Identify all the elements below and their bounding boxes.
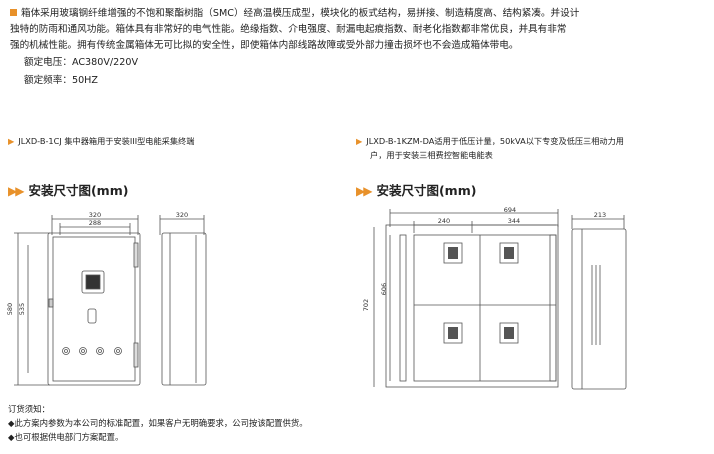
notes-item-1: ◆此方案内参数为本公司的标准配置，如果客户无明确要求，公司按该配置供货。 [8, 418, 308, 428]
section-title-right: ▶▶安装尺寸图(mm) [356, 183, 477, 198]
dim-left-side-width: 320 [176, 211, 188, 219]
dim-right-side-width: 213 [594, 211, 606, 219]
dim-right-height-outer: 702 [362, 299, 370, 311]
double-arrow-icon: ▶▶ [8, 184, 25, 198]
orange-arrow-icon: ▶ [8, 136, 15, 146]
section-title-left: ▶▶安装尺寸图(mm) [8, 183, 129, 198]
intro-line-3: 强的机械性能。拥有传统金属箱体无可比拟的安全性，即使箱体内部线路故障或受外部力撞… [10, 40, 519, 51]
rated-voltage: 额定电压：AC380V/220V [24, 57, 139, 68]
dim-left-height-inner: 535 [18, 303, 26, 315]
double-arrow-icon: ▶▶ [356, 184, 373, 198]
intro-line-2: 独特的防雨和通风功能。箱体具有非常好的电气性能。绝缘指数、介电强度、耐漏电起痕指… [10, 24, 567, 35]
notes-title: 订货须知： [8, 404, 50, 414]
dim-right-height-inner: 606 [380, 283, 388, 295]
notes-item-2: ◆也可根据供电部门方案配置。 [8, 432, 124, 442]
order-notes: 订货须知： ◆此方案内参数为本公司的标准配置，如果客户无明确要求，公司按该配置供… [8, 402, 308, 444]
dim-right-seg2: 344 [508, 217, 520, 225]
right-install-drawing: 694 240 344 213 702 606 [362, 206, 627, 390]
dim-left-width-inner: 288 [89, 219, 101, 227]
dim-right-seg1: 240 [438, 217, 450, 225]
orange-arrow-icon: ▶ [356, 136, 363, 146]
model-right: ▶JLXD-B-1KZM-DA适用于低压计量，50kVA以下专变及低压三相动力用… [356, 136, 624, 160]
intro-paragraph: 箱体采用玻璃钢纤维增强的不饱和聚酯树脂（SMC）经高温模压成型，模块化的板式结构… [10, 6, 710, 54]
dim-left-width-outer: 320 [89, 211, 101, 219]
dim-right-width-total: 694 [504, 206, 516, 214]
orange-square-bullet-icon [10, 9, 17, 16]
dim-left-height-outer: 580 [6, 303, 14, 315]
intro-line-1: 箱体采用玻璃钢纤维增强的不饱和聚酯树脂（SMC）经高温模压成型，模块化的板式结构… [10, 6, 710, 22]
left-install-drawing: 320 288 320 580 535 [6, 211, 207, 386]
model-left: ▶JLXD-B-1CJ 集中器箱用于安装III型电能采集终端 [8, 136, 195, 146]
rated-frequency: 额定频率：50HZ [24, 75, 98, 86]
